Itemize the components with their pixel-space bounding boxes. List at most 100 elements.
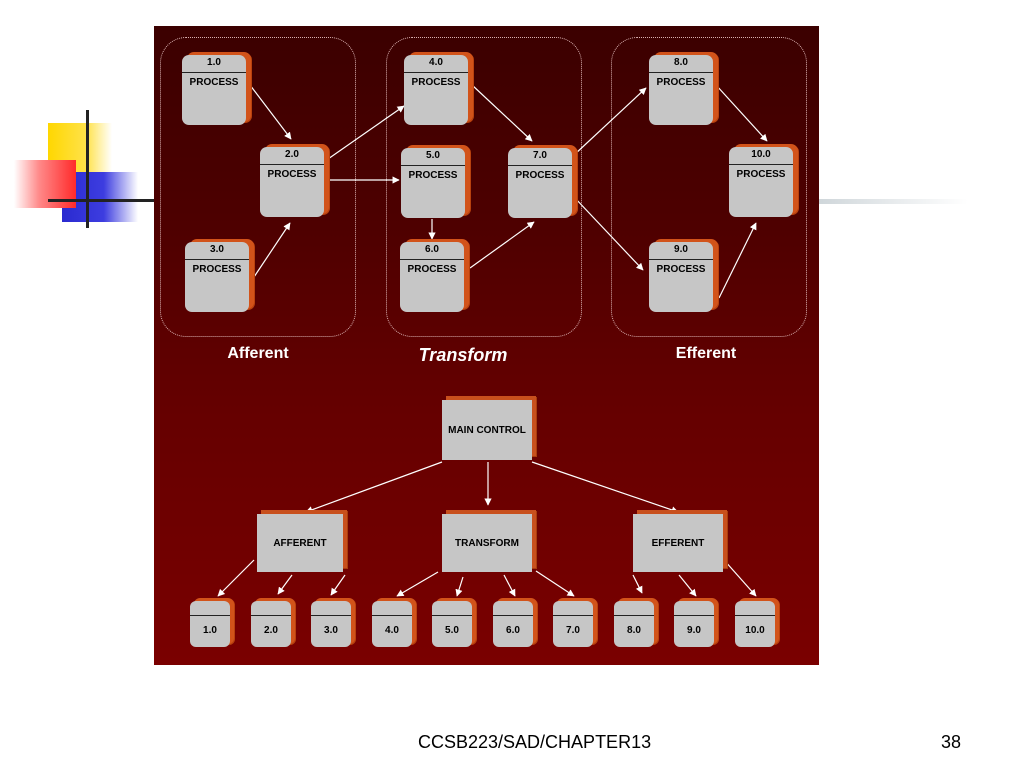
afferent-module: AFFERENT [257, 514, 343, 572]
call-eff-10 [723, 559, 757, 597]
process-label: PROCESS [656, 77, 706, 88]
process-label: PROCESS [656, 264, 706, 275]
call-eff-8 [632, 574, 643, 594]
process-label: PROCESS [407, 264, 457, 275]
process-number: 5.0 [426, 150, 440, 161]
process-label: PROCESS [408, 170, 458, 181]
call-main-efferent [531, 461, 679, 514]
process-label: PROCESS [411, 77, 461, 88]
leaf-divider [553, 615, 593, 616]
call-aff-3 [330, 574, 346, 596]
diagram-panel: Afferent Transform Efferent [154, 26, 819, 665]
process-number: 1.0 [207, 57, 221, 68]
process-divider [649, 259, 713, 260]
leaf-module-6: 6.0 [493, 601, 533, 647]
flow-3-2 [253, 222, 291, 278]
process-label: PROCESS [736, 169, 786, 180]
leaf-divider [251, 615, 291, 616]
afferent-label: Afferent [227, 345, 289, 362]
process-divider [729, 164, 793, 165]
flow-6-7 [469, 221, 535, 269]
leaf-divider [493, 615, 533, 616]
leaf-label: 4.0 [385, 625, 399, 636]
process-8: 8.0 PROCESS [649, 55, 713, 125]
afferent-group [160, 37, 356, 337]
flow-7-8 [573, 87, 647, 156]
deco-fade-line [818, 199, 968, 204]
deco-vertical-line [86, 110, 89, 228]
process-divider [649, 72, 713, 73]
process-1: 1.0 PROCESS [182, 55, 246, 125]
flow-7-9 [573, 196, 644, 271]
process-2: 2.0 PROCESS [260, 147, 324, 217]
transform-module: TRANSFORM [442, 514, 532, 572]
call-eff-9 [678, 574, 697, 597]
process-5: 5.0 PROCESS [401, 148, 465, 218]
flow-9-10 [718, 222, 757, 299]
process-number: 6.0 [425, 244, 439, 255]
process-number: 7.0 [533, 150, 547, 161]
process-divider [260, 164, 324, 165]
efferent-group [611, 37, 807, 337]
call-tr-5 [455, 576, 464, 597]
connector-lines [217, 84, 768, 597]
process-number: 2.0 [285, 149, 299, 160]
process-label: PROCESS [192, 264, 242, 275]
process-7: 7.0 PROCESS [508, 148, 572, 218]
process-divider [182, 72, 246, 73]
flow-2-4 [327, 105, 405, 160]
call-aff-1 [217, 559, 255, 597]
process-divider [401, 165, 465, 166]
leaf-divider [614, 615, 654, 616]
process-divider [508, 165, 572, 166]
process-9: 9.0 PROCESS [649, 242, 713, 312]
process-10: 10.0 PROCESS [729, 147, 793, 217]
leaf-module-7: 7.0 [553, 601, 593, 647]
call-main-afferent [305, 461, 443, 514]
flow-4-7 [471, 84, 533, 142]
process-divider [404, 72, 468, 73]
process-6: 6.0 PROCESS [400, 242, 464, 312]
leaf-divider [735, 615, 775, 616]
process-4: 4.0 PROCESS [404, 55, 468, 125]
leaf-label: 3.0 [324, 625, 338, 636]
deco-horizontal-line [48, 199, 158, 202]
page-number: 38 [941, 732, 962, 752]
efferent-label: Efferent [675, 345, 737, 362]
leaf-label: 10.0 [745, 625, 765, 636]
leaf-label: 9.0 [687, 625, 701, 636]
process-number: 4.0 [429, 57, 443, 68]
flow-8-10 [715, 84, 768, 142]
transform-label: Transform [418, 345, 508, 365]
process-divider [400, 259, 464, 260]
leaf-module-10: 10.0 [735, 601, 775, 647]
leaf-divider [372, 615, 412, 616]
call-aff-2 [277, 574, 293, 595]
leaf-module-1: 1.0 [190, 601, 230, 647]
process-number: 3.0 [210, 244, 224, 255]
process-label: PROCESS [189, 77, 239, 88]
process-label: PROCESS [515, 170, 565, 181]
leaf-divider [432, 615, 472, 616]
process-number: 10.0 [751, 149, 771, 160]
process-3: 3.0 PROCESS [185, 242, 249, 312]
leaf-module-2: 2.0 [251, 601, 291, 647]
process-divider [185, 259, 249, 260]
call-tr-6 [503, 574, 516, 597]
process-label: PROCESS [267, 169, 317, 180]
leaf-label: 1.0 [203, 625, 217, 636]
leaf-divider [190, 615, 230, 616]
leaf-module-8: 8.0 [614, 601, 654, 647]
efferent-module: EFFERENT [633, 514, 723, 572]
leaf-divider [674, 615, 714, 616]
leaf-label: 7.0 [566, 625, 580, 636]
leaf-divider [311, 615, 351, 616]
process-number: 9.0 [674, 244, 688, 255]
leaf-module-9: 9.0 [674, 601, 714, 647]
flow-1-2 [249, 84, 292, 140]
leaf-label: 6.0 [506, 625, 520, 636]
course-footer: CCSB223/SAD/CHAPTER13 [418, 732, 652, 752]
leaf-label: 2.0 [264, 625, 278, 636]
call-tr-7 [535, 570, 575, 597]
leaf-label: 8.0 [627, 625, 641, 636]
